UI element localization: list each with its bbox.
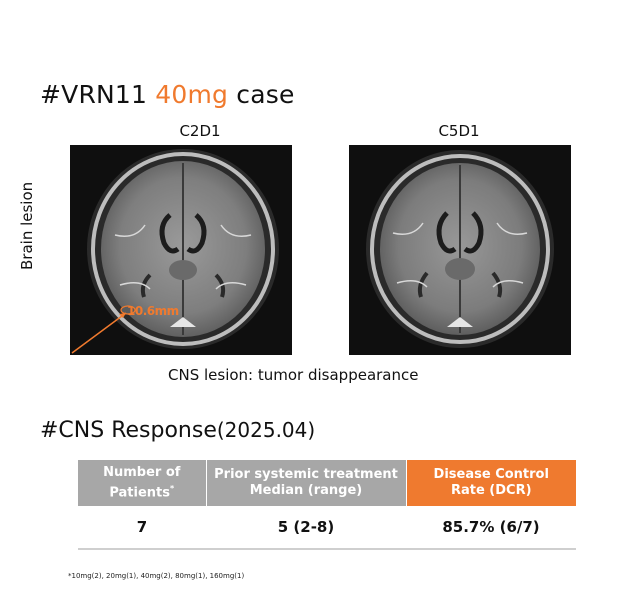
case-title-prefix: #VRN11 <box>40 80 148 109</box>
response-title: #CNS Response(2025.04) <box>40 418 315 443</box>
cell-disease-control-rate: 85.7% (6/7) <box>406 506 576 550</box>
header-cell-line: Number of <box>103 464 181 480</box>
table-row: 7 5 (2-8) 85.7% (6/7) <box>78 506 576 550</box>
row-label-brain-lesion: Brain lesion <box>18 181 36 270</box>
cns-response-table: Number of Patients* Prior systemic treat… <box>78 460 576 550</box>
header-cell-line: Prior systemic treatment <box>214 467 398 482</box>
table-footnote: *10mg(2), 20mg(1), 40mg(2), 80mg(1), 160… <box>68 572 245 580</box>
case-title-dose: 40mg <box>155 80 229 109</box>
header-cell-line: Rate (DCR) <box>450 483 532 498</box>
table-header-row: Number of Patients* Prior systemic treat… <box>78 460 576 506</box>
case-title: #VRN11 40mg case <box>40 80 295 109</box>
measurement-label: 10.6mm <box>127 304 179 318</box>
right-image-label: C5D1 <box>438 122 480 140</box>
response-title-text: #CNS Response <box>40 418 217 443</box>
header-cell-line: Disease Control <box>433 467 549 482</box>
case-title-suffix: case <box>236 80 295 109</box>
cell-number-of-patients: 7 <box>78 506 206 550</box>
response-title-date: (2025.04) <box>216 418 316 442</box>
cell-prior-treatment: 5 (2-8) <box>206 506 406 550</box>
header-cell-text: Patients <box>109 485 170 501</box>
header-prior-treatment: Prior systemic treatment Median (range) <box>206 460 407 506</box>
header-cell-line: Patients* <box>82 481 202 501</box>
left-image-label: C2D1 <box>179 122 221 140</box>
header-disease-control-rate: Disease Control Rate (DCR) <box>406 460 576 506</box>
header-cell-line: Median (range) <box>249 483 363 498</box>
mri-scan-c5d1 <box>349 145 571 355</box>
mri-image-c2d1 <box>71 149 279 354</box>
header-number-of-patients: Number of Patients* <box>78 460 207 506</box>
image-caption: CNS lesion: tumor disappearance <box>168 366 419 384</box>
footnote-marker: * <box>169 483 175 493</box>
mri-image-c5d1 <box>366 150 554 348</box>
mri-scan-c2d1 <box>70 145 292 355</box>
